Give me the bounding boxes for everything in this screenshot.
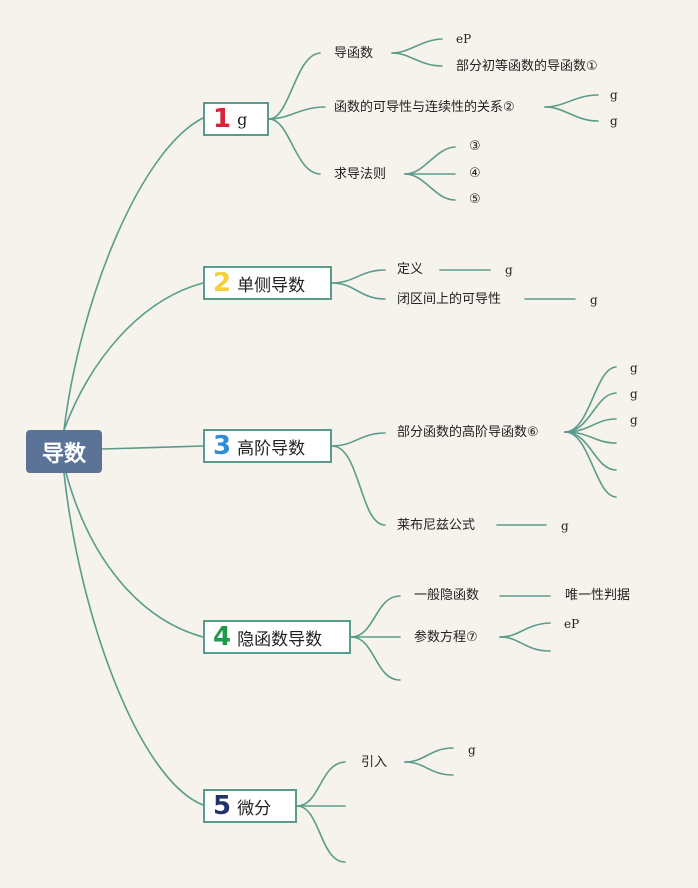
link-b5-c1-l1	[404, 747, 454, 763]
root-node[interactable]: 导数	[26, 430, 102, 473]
leaf-b3-1-1[interactable]: g	[630, 361, 638, 375]
leaf-b2-2-1[interactable]: g	[590, 293, 598, 307]
node-b3-higher-derivatives[interactable]: 部分函数的高阶导函数⑥	[397, 425, 539, 440]
link-b1-c2-l1	[544, 94, 599, 108]
leaf-b3-1-3[interactable]: g	[630, 413, 638, 427]
node-b3-leibniz[interactable]: 莱布尼兹公式	[397, 518, 476, 533]
branch-number-4: 4	[213, 622, 232, 652]
link-b4-c2-l1	[499, 622, 551, 638]
link-b3-c1-l6	[564, 431, 617, 498]
branch-label-1: g	[237, 109, 248, 129]
link-b3-c1	[331, 432, 386, 447]
link-b3-c1-l1	[564, 366, 617, 433]
link-b1-c2	[268, 106, 326, 120]
leaf-b1-3-3[interactable]: ⑤	[469, 192, 481, 207]
leaf-b1-2-1[interactable]: g	[610, 88, 618, 102]
link-b4-c1	[350, 595, 401, 638]
link-b1-c1-l2	[391, 52, 443, 67]
leaf-b5-1-1[interactable]: g	[468, 743, 476, 757]
node-b5-introduction[interactable]: 引入	[361, 755, 388, 770]
branch-3[interactable]: 3 高阶导数	[203, 429, 332, 463]
link-root-b2	[63, 282, 204, 431]
branch-1[interactable]: 1 g	[203, 102, 269, 136]
leaf-b4-2-1[interactable]: eP	[564, 617, 580, 631]
branch-number-5: 5	[213, 791, 232, 821]
branch-number-2: 2	[213, 268, 232, 298]
leaf-b1-3-1[interactable]: ③	[469, 139, 481, 154]
branch-5[interactable]: 5 微分	[203, 789, 297, 823]
link-root-b4	[65, 472, 204, 638]
link-root-b5	[63, 472, 204, 806]
node-b1-derivative-rules[interactable]: 求导法则	[334, 167, 387, 182]
branch-label-3: 高阶导数	[237, 438, 306, 459]
node-b1-derivative-function[interactable]: 导函数	[334, 46, 374, 61]
branch-label-5: 微分	[237, 798, 272, 819]
leaf-b1-1-2[interactable]: 部分初等函数的导函数①	[456, 59, 598, 74]
node-b4-implicit[interactable]: 一般隐函数	[414, 588, 480, 603]
branch-2[interactable]: 2 单侧导数	[203, 266, 332, 300]
link-b1-c3	[268, 118, 321, 175]
leaf-b1-2-2[interactable]: g	[610, 114, 618, 128]
link-root-b1	[63, 117, 204, 431]
link-b5-c1-l2	[404, 761, 454, 776]
link-b2-c1	[331, 269, 386, 284]
link-b2-c2	[331, 282, 386, 300]
node-b1-differentiability-continuity[interactable]: 函数的可导性与连续性的关系②	[334, 100, 515, 115]
branch-4[interactable]: 4 隐函数导数	[203, 620, 351, 654]
link-b1-c3-l3	[404, 173, 456, 201]
node-b4-parametric[interactable]: 参数方程⑦	[414, 630, 478, 645]
branch-number-3: 3	[213, 431, 232, 461]
leaf-b1-3-2[interactable]: ④	[469, 166, 481, 181]
link-b1-c1	[268, 52, 321, 120]
link-b5-c1	[296, 761, 346, 807]
leaf-b3-2-1[interactable]: g	[561, 519, 569, 533]
branch-label-4: 隐函数导数	[237, 629, 323, 650]
node-b2-closed-interval[interactable]: 闭区间上的可导性	[397, 292, 502, 307]
branch-number-1: 1	[213, 104, 232, 134]
node-b2-definition[interactable]: 定义	[397, 262, 424, 277]
link-b5-c3	[296, 805, 346, 863]
leaf-b4-1-1[interactable]: 唯一性判据	[565, 588, 631, 603]
leaf-b3-1-2[interactable]: g	[630, 387, 638, 401]
branch-label-2: 单侧导数	[237, 275, 306, 296]
link-b1-c1-l1	[391, 38, 443, 54]
link-b1-c3-l1	[404, 146, 456, 175]
link-b1-c2-l2	[544, 106, 599, 122]
link-b3-c2	[331, 445, 386, 526]
link-root-b3	[101, 445, 204, 450]
leaf-b2-1-1[interactable]: g	[505, 263, 513, 277]
leaf-b1-1-1[interactable]: eP	[456, 32, 472, 46]
link-b4-c3	[350, 636, 401, 681]
link-b4-c2-l2	[499, 636, 551, 652]
